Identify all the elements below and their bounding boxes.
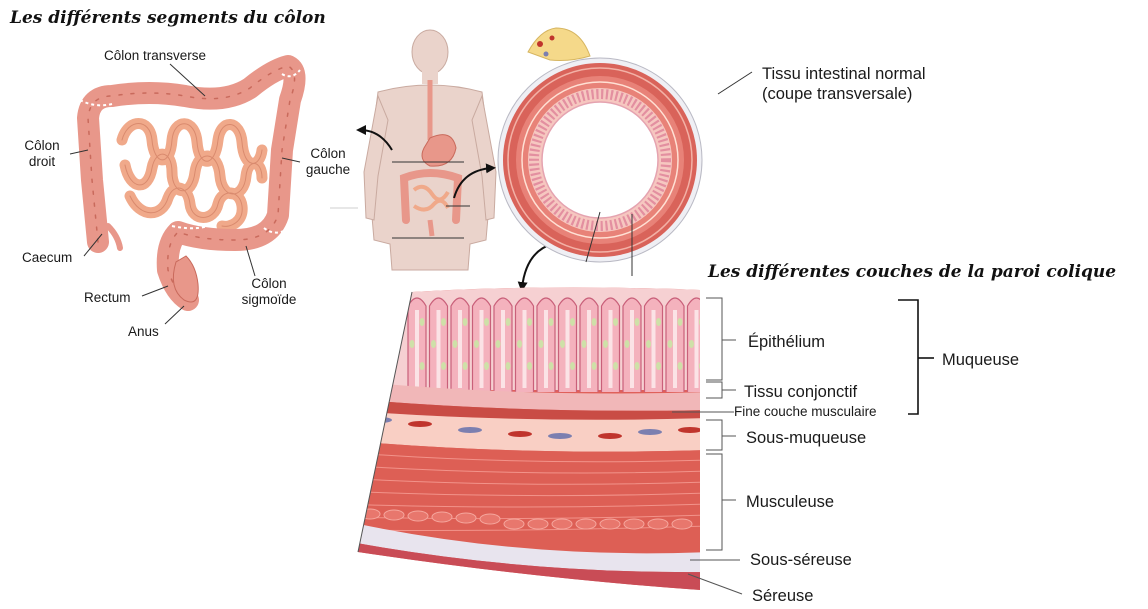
label-anus: Anus — [128, 324, 159, 340]
label-caecum: Caecum — [22, 250, 72, 266]
label-sous-sereuse: Sous-séreuse — [750, 550, 852, 570]
label-colon-transverse: Côlon transverse — [104, 48, 206, 64]
label-fine-couche: Fine couche musculaire — [734, 404, 877, 420]
label-colon-gauche: Côlon gauche — [298, 146, 358, 178]
label-colon-sigmoide: Côlon sigmoïde — [232, 276, 306, 308]
segments-title: Les différents segments du côlon — [10, 8, 326, 28]
appendix — [108, 226, 120, 248]
muqueuse-bracket — [898, 300, 934, 414]
wall-layers — [340, 280, 710, 600]
label-tissu-normal: Tissu intestinal normal (coupe transvers… — [762, 64, 926, 104]
label-colon-droit: Côlon droit — [14, 138, 70, 170]
label-musculeuse: Musculeuse — [746, 492, 834, 512]
label-tissu-conjonctif: Tissu conjonctif — [744, 382, 857, 402]
label-epithelium: Épithélium — [748, 332, 825, 352]
layers-title: Les différentes couches de la paroi coli… — [708, 262, 1116, 282]
label-sereuse: Séreuse — [752, 586, 813, 606]
label-rectum: Rectum — [84, 290, 131, 306]
label-muqueuse: Muqueuse — [942, 350, 1019, 370]
cross-section — [498, 28, 752, 276]
label-sous-muqueuse: Sous-muqueuse — [746, 428, 866, 448]
